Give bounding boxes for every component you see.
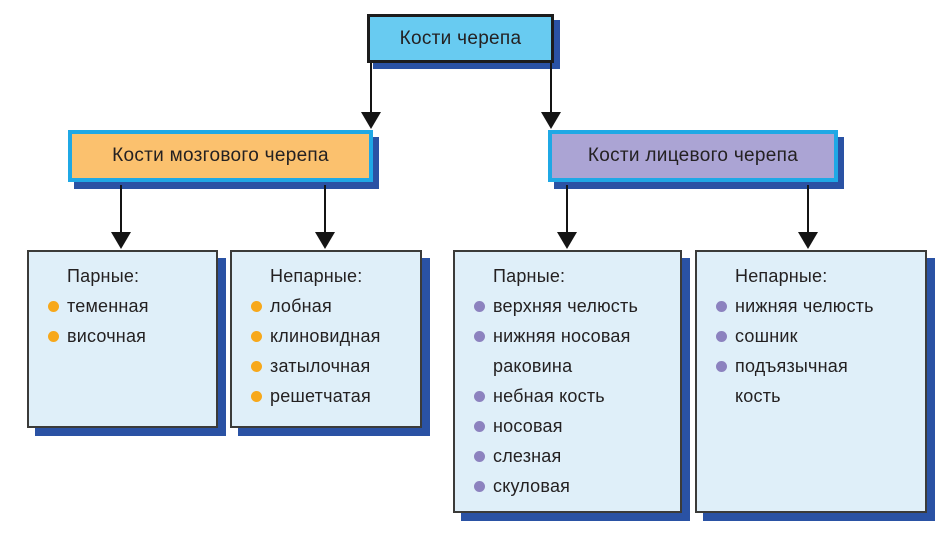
node-brain-skull-label: Кости мозгового черепа <box>112 145 329 166</box>
bullet-icon <box>474 451 485 462</box>
arrow-stem <box>550 63 552 115</box>
list-item: лобная <box>244 291 412 321</box>
arrow-stem <box>566 185 568 235</box>
list-item: затылочная <box>244 351 412 381</box>
bone-list: нижняя челюсть сошник подъязычная кость <box>709 291 917 411</box>
arrow-head-icon <box>557 232 577 249</box>
bullet-icon <box>474 331 485 342</box>
arrow-head-icon <box>541 112 561 129</box>
bullet-icon <box>251 391 262 402</box>
bullet-icon <box>474 391 485 402</box>
bullet-icon <box>251 361 262 372</box>
bullet-icon <box>48 301 59 312</box>
list-item: сошник <box>709 321 917 351</box>
node-brain-skull-bones: Кости мозгового черепа <box>68 130 373 182</box>
group-header: Парные: <box>67 266 140 286</box>
list-item: решетчатая <box>244 381 412 411</box>
leaf-facial-paired: Парные: верхняя челюсть нижняя носовая р… <box>453 250 682 513</box>
arrow-stem <box>370 63 372 115</box>
bullet-icon <box>474 481 485 492</box>
list-item-label: нижняя носовая раковина <box>493 326 631 376</box>
list-item-label: скуловая <box>493 476 571 496</box>
bone-list: теменная височная <box>41 291 208 351</box>
list-item: носовая <box>467 411 672 441</box>
list-item: верхняя челюсть <box>467 291 672 321</box>
node-skull-bones-label: Кости черепа <box>399 27 522 49</box>
leaf-brain-unpaired: Непарные: лобная клиновидная затылочная … <box>230 250 422 428</box>
arrow-stem <box>807 185 809 235</box>
arrow-head-icon <box>361 112 381 129</box>
list-item-label: верхняя челюсть <box>493 296 639 316</box>
arrow-stem <box>324 185 326 235</box>
bullet-icon <box>251 301 262 312</box>
leaf-facial-unpaired: Непарные: нижняя челюсть сошник подъязыч… <box>695 250 927 513</box>
list-item-label: клиновидная <box>270 326 381 346</box>
list-item-label: сошник <box>735 326 798 346</box>
list-item: скуловая <box>467 471 672 501</box>
bone-list: верхняя челюсть нижняя носовая раковина … <box>467 291 672 501</box>
list-item-label: теменная <box>67 296 149 316</box>
node-facial-skull-bones: Кости лицевого черепа <box>548 130 838 182</box>
group-header: Непарные: <box>270 266 363 286</box>
bullet-icon <box>251 331 262 342</box>
list-item-label: решетчатая <box>270 386 371 406</box>
list-item-label: подъязычная кость <box>735 356 848 406</box>
group-header: Непарные: <box>735 266 828 286</box>
bullet-icon <box>716 301 727 312</box>
bullet-icon <box>48 331 59 342</box>
list-item-label: нижняя челюсть <box>735 296 874 316</box>
bullet-icon <box>716 331 727 342</box>
list-item: слезная <box>467 441 672 471</box>
list-item-label: затылочная <box>270 356 371 376</box>
bullet-icon <box>716 361 727 372</box>
list-item-label: височная <box>67 326 147 346</box>
bone-list: лобная клиновидная затылочная решетчатая <box>244 291 412 411</box>
bullet-icon <box>474 301 485 312</box>
list-item-label: слезная <box>493 446 562 466</box>
arrow-stem <box>120 185 122 235</box>
list-item: теменная <box>41 291 208 321</box>
list-item: подъязычная кость <box>709 351 917 411</box>
list-item: височная <box>41 321 208 351</box>
leaf-brain-paired: Парные: теменная височная <box>27 250 218 428</box>
list-item-label: лобная <box>270 296 332 316</box>
bullet-icon <box>474 421 485 432</box>
arrow-head-icon <box>798 232 818 249</box>
group-header: Парные: <box>493 266 566 286</box>
list-item: небная кость <box>467 381 672 411</box>
node-facial-skull-label: Кости лицевого черепа <box>587 145 799 166</box>
node-skull-bones: Кости черепа <box>367 14 554 63</box>
arrow-head-icon <box>315 232 335 249</box>
list-item-label: носовая <box>493 416 563 436</box>
arrow-head-icon <box>111 232 131 249</box>
list-item: нижняя челюсть <box>709 291 917 321</box>
list-item: нижняя носовая раковина <box>467 321 672 381</box>
list-item: клиновидная <box>244 321 412 351</box>
list-item-label: небная кость <box>493 386 605 406</box>
